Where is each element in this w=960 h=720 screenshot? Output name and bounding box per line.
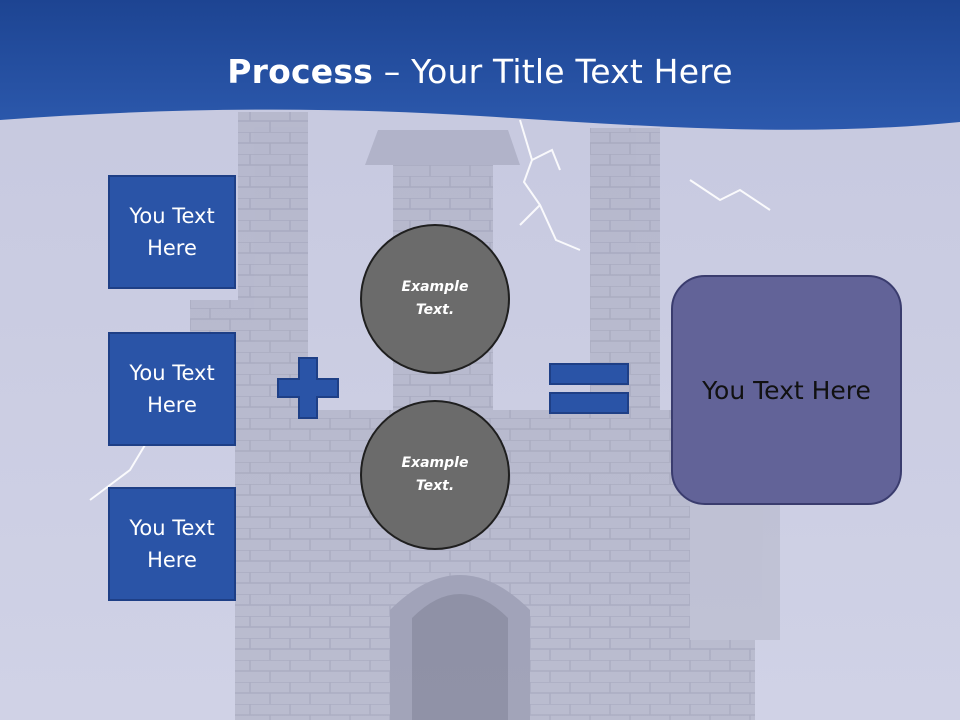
result-box[interactable]: You Text Here [671,275,902,505]
left-text-box-2[interactable]: You Text Here [108,332,236,446]
left-text-box-label: You Text Here [129,516,215,572]
title-banner [0,0,960,130]
equals-icon [549,363,629,414]
circle-label: Example Text. [401,279,469,318]
left-text-box-1[interactable]: You Text Here [108,175,236,289]
left-text-box-label: You Text Here [129,204,215,260]
title-rest: – Your Title Text Here [373,52,733,91]
example-circle-1[interactable]: Example Text. [360,224,510,374]
left-text-box-label: You Text Here [129,361,215,417]
circle-label: Example Text. [401,455,469,494]
left-text-box-3[interactable]: You Text Here [108,487,236,601]
slide-title: Process – Your Title Text Here [0,52,960,91]
title-bold: Process [227,52,374,91]
example-circle-2[interactable]: Example Text. [360,400,510,550]
result-box-label: You Text Here [702,375,871,405]
plus-icon [277,357,339,419]
